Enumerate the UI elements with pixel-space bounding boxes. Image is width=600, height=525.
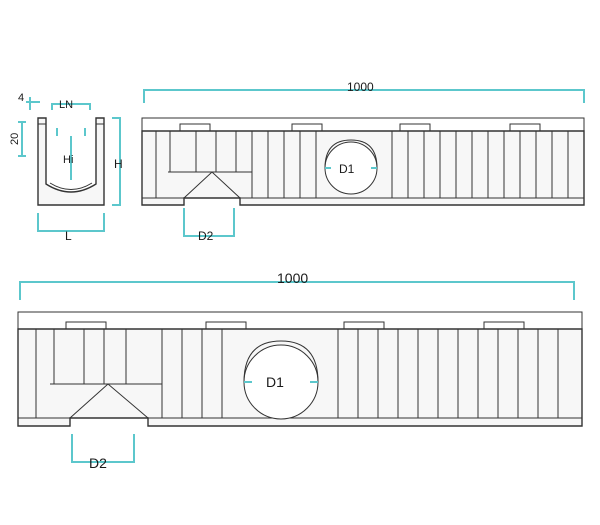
upper-d1-label: D1 xyxy=(339,162,355,176)
cross-section: 4 LN 20 Hi H L xyxy=(9,92,123,243)
lower-length-label: 1000 xyxy=(277,270,308,286)
lower-side-view: 1000 D1 D2 xyxy=(17,270,583,471)
dim-label-l: L xyxy=(65,229,72,243)
dim-label-4: 4 xyxy=(18,92,24,104)
section-outline xyxy=(37,117,105,206)
upper-length-label: 1000 xyxy=(347,80,374,94)
upper-d2-label: D2 xyxy=(198,229,214,243)
lower-d2-label: D2 xyxy=(89,455,107,471)
dim-label-ln: LN xyxy=(59,99,73,111)
dim-label-hi: Hi xyxy=(63,154,73,166)
dim-label-20: 20 xyxy=(9,133,21,145)
lower-d1-label: D1 xyxy=(266,374,284,390)
dim-label-h: H xyxy=(114,157,123,171)
upper-side-view: 1000 D1 D2 xyxy=(141,80,585,243)
